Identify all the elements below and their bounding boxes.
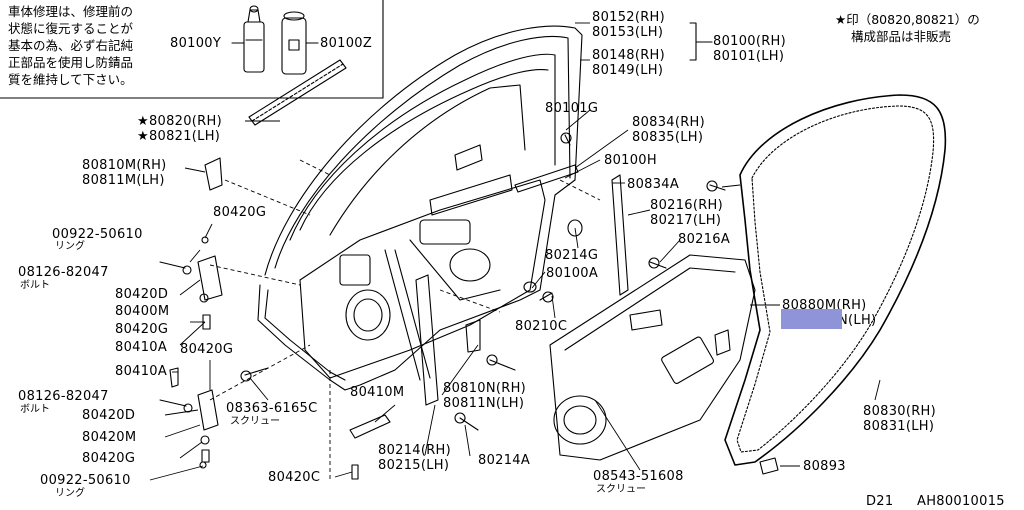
- note-box-frame: [0, 0, 384, 99]
- trim-panel-80880: [549, 254, 756, 461]
- label-80400m: 80400M: [115, 304, 170, 319]
- label-80410m: 80410M: [350, 385, 405, 400]
- star-note-line-2: 構成部品は非販売: [851, 29, 952, 44]
- label-80810m: 80810M(RH): [82, 158, 167, 173]
- label-80100h: 80100H: [604, 153, 657, 168]
- can-80100z: [281, 11, 307, 75]
- label-80214a: 80214A: [478, 453, 531, 468]
- footer-code: AH80010015: [917, 494, 1005, 509]
- label-80217: 80217(LH): [650, 213, 722, 228]
- label-80149: 80149(LH): [592, 63, 664, 78]
- label-80410a-lower: 80410A: [115, 364, 168, 379]
- door-shell: [257, 179, 576, 391]
- label-00922-lower-sub: リング: [55, 488, 85, 499]
- label-80148: 80148(RH): [592, 48, 666, 63]
- rail-80216: [611, 174, 629, 296]
- label-80821: ★80821(LH): [137, 129, 221, 144]
- door-seal-80830: [724, 94, 947, 466]
- label-80210c: 80210C: [515, 319, 568, 334]
- note-line-2: 状態に復元することが: [8, 21, 134, 36]
- label-80830: 80830(RH): [863, 404, 937, 419]
- dashed-locators: [209, 159, 601, 480]
- label-80893: 80893: [803, 459, 846, 474]
- label-80420g-lower-b: 80420G: [82, 451, 136, 466]
- label-80811m: 80811M(LH): [82, 173, 165, 188]
- label-80100a: 80100A: [546, 266, 599, 281]
- label-80100z: 80100Z: [320, 36, 373, 51]
- label-80214: 80214(RH): [378, 443, 452, 458]
- label-80420g-mid: 80420G: [115, 322, 169, 337]
- label-08126-upper-sub: ボルト: [20, 280, 50, 291]
- label-80820: ★80820(RH): [137, 114, 222, 129]
- label-08126-lower: 08126-82047: [18, 389, 109, 404]
- rail-80214: [415, 274, 439, 406]
- screws: [199, 132, 726, 469]
- label-80880n-tail: N(LH): [838, 313, 877, 328]
- upper-hinge: [159, 255, 223, 330]
- label-80420d-lower: 80420D: [82, 408, 136, 423]
- label-80152: 80152(RH): [592, 10, 666, 25]
- bottle-80100y: [243, 5, 265, 73]
- leader-lines: [149, 22, 881, 481]
- label-08126-lower-sub: ボルト: [20, 404, 50, 415]
- note-line-5: 質を維持して下さい。: [8, 72, 133, 87]
- label-80420c: 80420C: [268, 470, 321, 485]
- label-08126-upper: 08126-82047: [18, 265, 109, 280]
- label-80834: 80834(RH): [632, 115, 706, 130]
- highlight-box: [781, 309, 842, 329]
- label-80831: 80831(LH): [863, 419, 935, 434]
- door-sash-outer: [264, 25, 583, 276]
- weatherstrip-80820: [248, 59, 347, 126]
- label-80101g: 80101G: [545, 101, 599, 116]
- inner-panel: [299, 179, 546, 379]
- footer-model: D21: [866, 494, 894, 509]
- label-80420m: 80420M: [82, 430, 137, 445]
- label-80410a-upper: 80410A: [115, 340, 168, 355]
- label-00922-upper-sub: リング: [55, 241, 85, 252]
- label-80214g: 80214G: [545, 248, 599, 263]
- label-80420d-upper: 80420D: [115, 287, 169, 302]
- label-00922-lower: 00922-50610: [40, 473, 131, 488]
- label-08363: 08363-6165C: [226, 401, 318, 416]
- channel-80834: [514, 164, 579, 193]
- note-line-4: 正部品を使用し防錆品: [8, 55, 134, 70]
- label-08363-sub: スクリュー: [230, 416, 280, 427]
- label-80153: 80153(LH): [592, 25, 664, 40]
- label-80215: 80215(LH): [378, 458, 450, 473]
- check-link-80410m: [349, 414, 391, 439]
- note-line-1: 車体修理は、修理前の: [8, 4, 134, 19]
- label-80811n: 80811N(LH): [443, 396, 525, 411]
- glass-run: [329, 84, 526, 236]
- label-80420g-lower-a: 80420G: [180, 342, 234, 357]
- note-line-3: 基本の為、必ず右記純: [8, 38, 134, 53]
- lower-hinge: [159, 367, 219, 463]
- star-note-line-1: ★印（80820,80821）の: [835, 12, 980, 27]
- label-08543-sub: スクリュー: [596, 484, 646, 495]
- label-80100y: 80100Y: [170, 36, 222, 51]
- label-08543: 08543-51608: [593, 469, 684, 484]
- label-80100: 80100(RH): [713, 34, 787, 49]
- label-80834a: 80834A: [627, 177, 680, 192]
- label-80835: 80835(LH): [632, 130, 704, 145]
- label-80216a: 80216A: [678, 232, 731, 247]
- label-80420g-top: 80420G: [213, 205, 267, 220]
- label-80216: 80216(RH): [650, 198, 724, 213]
- label-80810n: 80810N(RH): [443, 381, 527, 396]
- label-80101: 80101(LH): [713, 49, 785, 64]
- label-00922-upper: 00922-50610: [52, 227, 143, 242]
